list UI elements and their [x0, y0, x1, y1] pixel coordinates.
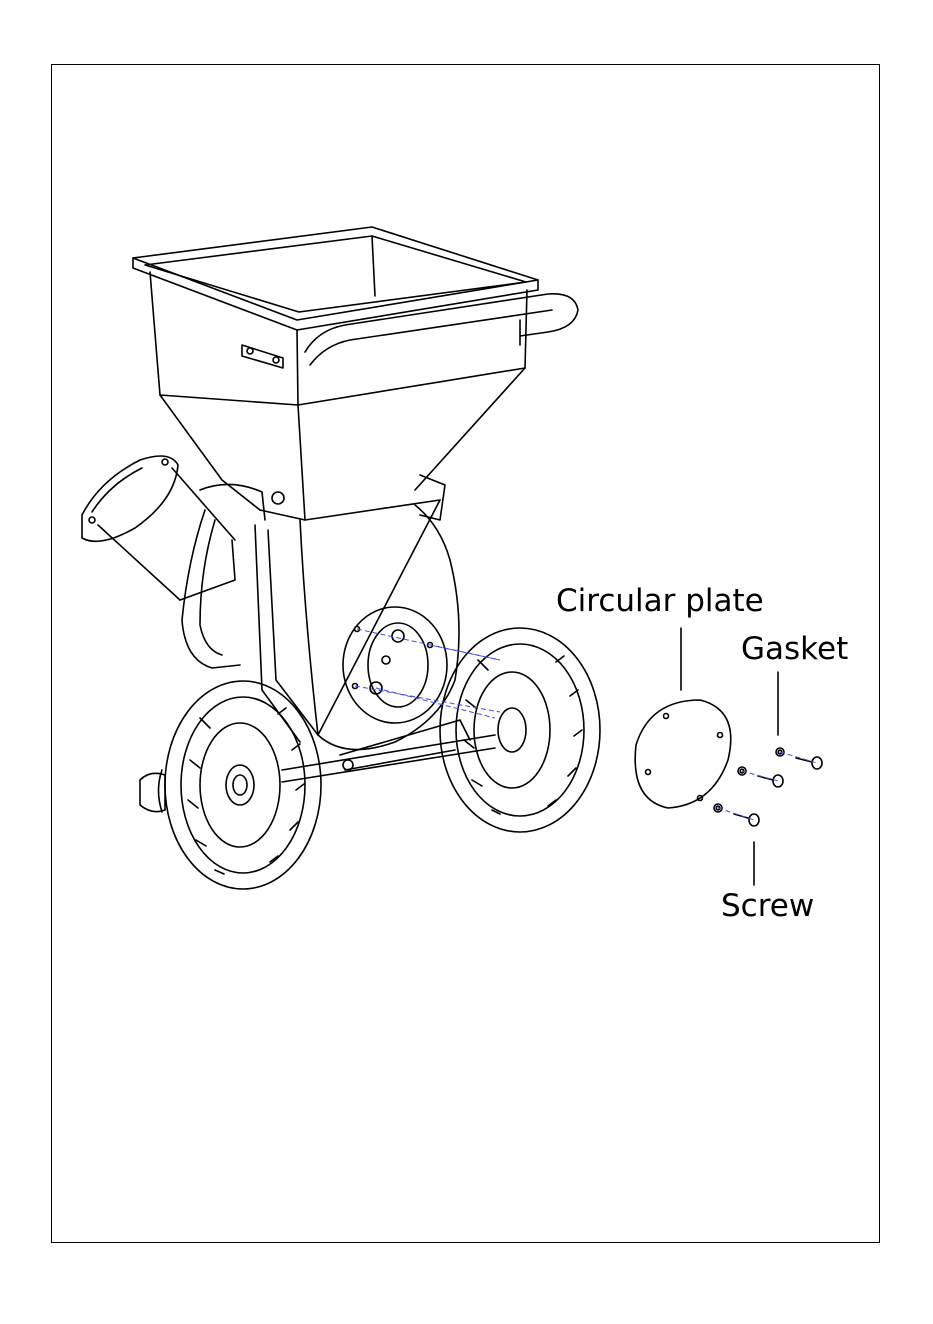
circular-plate-label: Circular plate [556, 586, 764, 617]
left-wheel [159, 681, 322, 889]
hopper [133, 227, 538, 520]
handle [305, 294, 578, 365]
gasket-label: Gasket [741, 634, 848, 665]
right-wheel [440, 628, 600, 832]
cutter-housing [300, 500, 459, 750]
screws [734, 757, 822, 826]
screw-label: Screw [721, 891, 814, 922]
circular-plate [635, 700, 731, 808]
